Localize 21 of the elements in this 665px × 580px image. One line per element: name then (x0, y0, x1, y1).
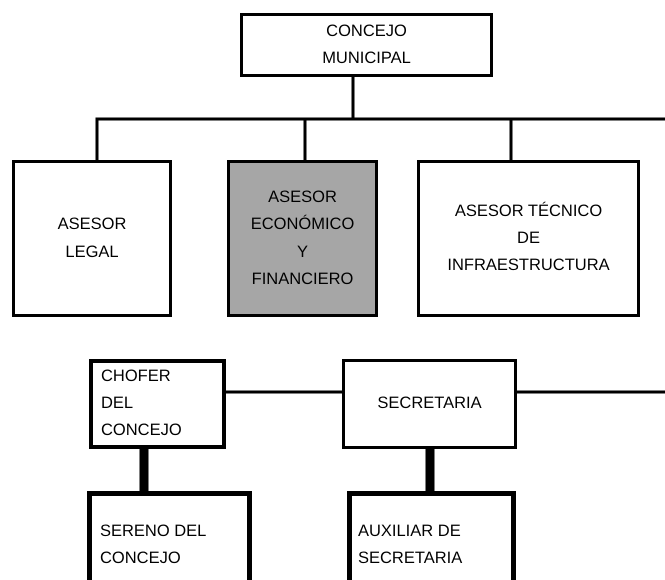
position-box (342, 359, 517, 449)
position-box (240, 13, 493, 77)
highlighted-position-box (227, 160, 378, 317)
position-title: ASESOR ECONÓMICO Y FINANCIERO (250, 187, 356, 290)
position-box (417, 160, 640, 317)
position-title: SERENO DEL CONCEJO (100, 521, 207, 570)
position-title: ASESOR TÉCNICO DE INFRAESTRUCTURA (446, 200, 611, 276)
position-box (12, 160, 172, 317)
connector-line (140, 449, 148, 491)
connector-line (426, 449, 434, 491)
position-title: ASESOR LEGAL (56, 214, 128, 262)
position-box (89, 359, 226, 449)
connector-line (352, 77, 665, 120)
position-box (347, 491, 516, 580)
position-title: SECRETARIA (377, 393, 482, 414)
position-title: CHOFER DEL CONCEJO (101, 366, 183, 442)
connector-line (226, 390, 342, 394)
connector-line (517, 390, 665, 394)
position-title: AUXILIAR DE SECRETARIA (358, 521, 464, 570)
position-title: CONCEJO MUNICIPAL (321, 20, 412, 69)
position-box (87, 491, 252, 580)
